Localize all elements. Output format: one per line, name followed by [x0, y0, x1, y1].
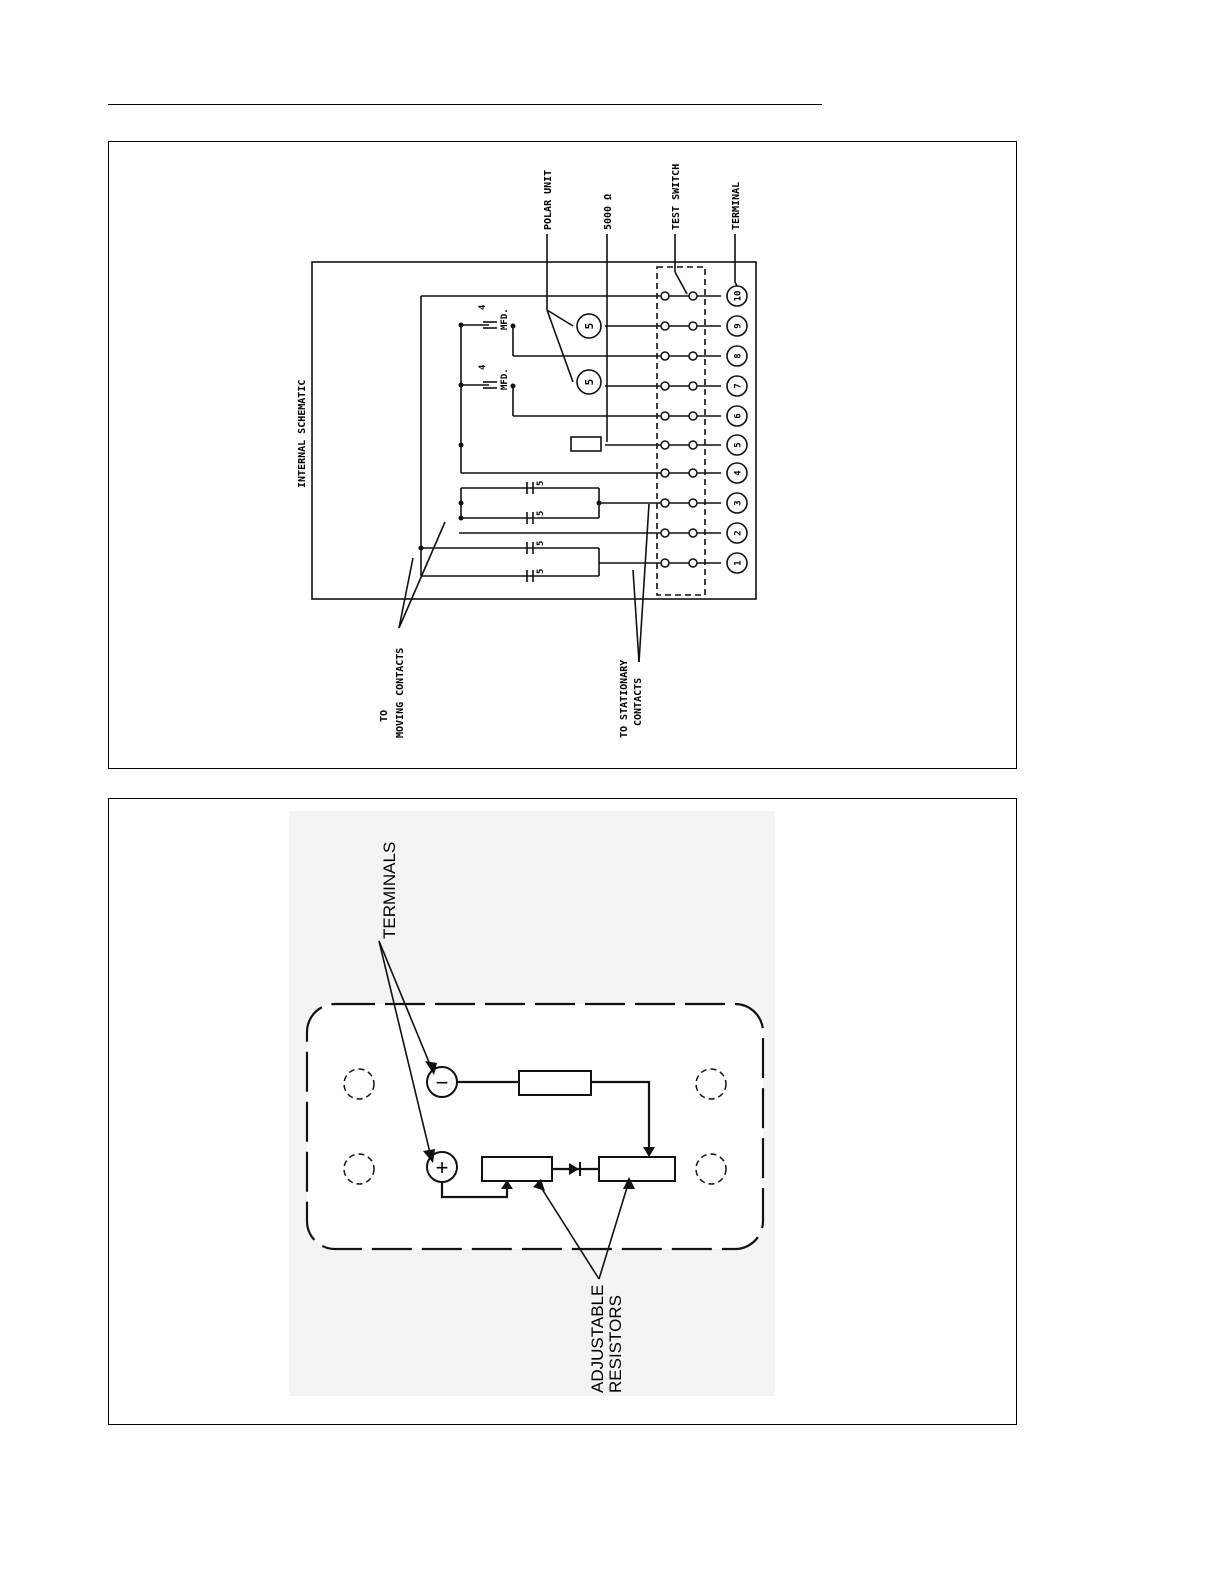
terminal-4: 4: [727, 463, 747, 483]
switch-contact: [689, 559, 697, 567]
switch-contact: [661, 352, 669, 360]
stationary-contacts-label: CONTACTS: [633, 678, 644, 726]
switch-contact: [661, 412, 669, 420]
terminal-number: 6: [734, 413, 744, 418]
test-switch-callout: TEST SWITCH: [671, 164, 682, 230]
adjustable-resistor-left: [482, 1157, 552, 1181]
terminal-9: 9: [727, 316, 747, 336]
cap-lower-value: 4: [478, 364, 488, 370]
switch-contact: [689, 529, 697, 537]
switch-contact: [689, 441, 697, 449]
terminal-6: 6: [727, 406, 747, 426]
plus-symbol: +: [436, 1155, 449, 1180]
switch-contact: [661, 322, 669, 330]
polar-unit-lower-label: 5: [583, 379, 596, 386]
switch-contact: [689, 322, 697, 330]
terminal-3: 3: [727, 493, 747, 513]
terminal-1: 1: [727, 553, 747, 573]
terminal-callout: TERMINAL: [731, 182, 742, 230]
cap-bank-4: 5: [536, 569, 546, 574]
switch-contact: [689, 412, 697, 420]
adjustable-resistor-svg: − + TERMINALS ADJUSTABLE RESISTORS: [109, 799, 1018, 1426]
internal-schematic-svg: 5 5 4 MFD. 4 MFD. 5 5 5 5 1 2 3 4 5 6: [109, 142, 1018, 769]
moving-contacts-label: MOVING CONTACTS: [395, 648, 406, 738]
terminal-2: 2: [727, 523, 747, 543]
schematic-title: INTERNAL SCHEMATIC: [297, 380, 308, 488]
adjustable-resistor-right: [599, 1157, 675, 1181]
terminal-8: 8: [727, 346, 747, 366]
terminal-number: 8: [734, 353, 744, 358]
header-rule: [108, 104, 822, 105]
terminal-circles: 1 2 3 4 5 6 7 8 9 10: [727, 286, 747, 573]
cap-lower-unit: MFD.: [500, 368, 510, 390]
switch-contact: [661, 559, 669, 567]
adjustable-label-line2: RESISTORS: [606, 1295, 625, 1393]
capacitor-bank: [527, 482, 533, 582]
polar-unit-lower: 5: [577, 370, 601, 394]
terminal-10: 10: [727, 286, 747, 306]
terminal-number: 4: [734, 470, 744, 476]
terminal-number: 5: [734, 442, 744, 447]
switch-contact: [689, 352, 697, 360]
switch-contact: [661, 292, 669, 300]
switch-contact: [689, 292, 697, 300]
switch-contact: [661, 529, 669, 537]
switch-contacts: [661, 292, 697, 567]
switch-contact: [661, 382, 669, 390]
adjustable-label-line1: ADJUSTABLE: [588, 1285, 607, 1393]
switch-contact: [661, 469, 669, 477]
terminal-number: 1: [734, 560, 744, 565]
resistor-value-callout: 5000 Ω: [603, 194, 614, 230]
terminal-5: 5: [727, 435, 747, 455]
terminal-number: 3: [734, 500, 744, 505]
cap-upper-value: 4: [478, 304, 488, 310]
terminal-number: 9: [734, 323, 744, 328]
adjustable-resistor-figure: − + TERMINALS ADJUSTABLE RESISTORS: [108, 798, 1017, 1425]
test-switch-region: [657, 267, 705, 595]
minus-symbol: −: [436, 1070, 449, 1095]
polar-unit-upper: 5: [577, 314, 601, 338]
terminal-number: 10: [734, 291, 744, 302]
cap-bank-3: 5: [536, 541, 546, 546]
switch-contact: [661, 499, 669, 507]
cap-upper-unit: MFD.: [500, 308, 510, 330]
resistor-5000: [571, 437, 601, 451]
terminals-label: TERMINALS: [380, 842, 399, 939]
fixed-resistor: [519, 1071, 591, 1095]
device-outline: [307, 1004, 763, 1249]
polar-unit-upper-label: 5: [583, 323, 596, 330]
stationary-to-label: TO STATIONARY: [619, 660, 630, 738]
terminal-number: 7: [734, 383, 744, 388]
switch-contact: [661, 441, 669, 449]
cap-bank-1: 5: [536, 481, 546, 486]
moving-to-label: TO: [379, 710, 390, 722]
terminal-number: 2: [734, 530, 744, 535]
cap-bank-2: 5: [536, 511, 546, 516]
terminal-7: 7: [727, 376, 747, 396]
switch-contact: [689, 469, 697, 477]
negative-terminal: −: [427, 1067, 457, 1097]
switch-contact: [689, 499, 697, 507]
switch-contact: [689, 382, 697, 390]
polar-unit-callout: POLAR UNIT: [543, 170, 554, 230]
internal-schematic-figure: 5 5 4 MFD. 4 MFD. 5 5 5 5 1 2 3 4 5 6: [108, 141, 1017, 769]
